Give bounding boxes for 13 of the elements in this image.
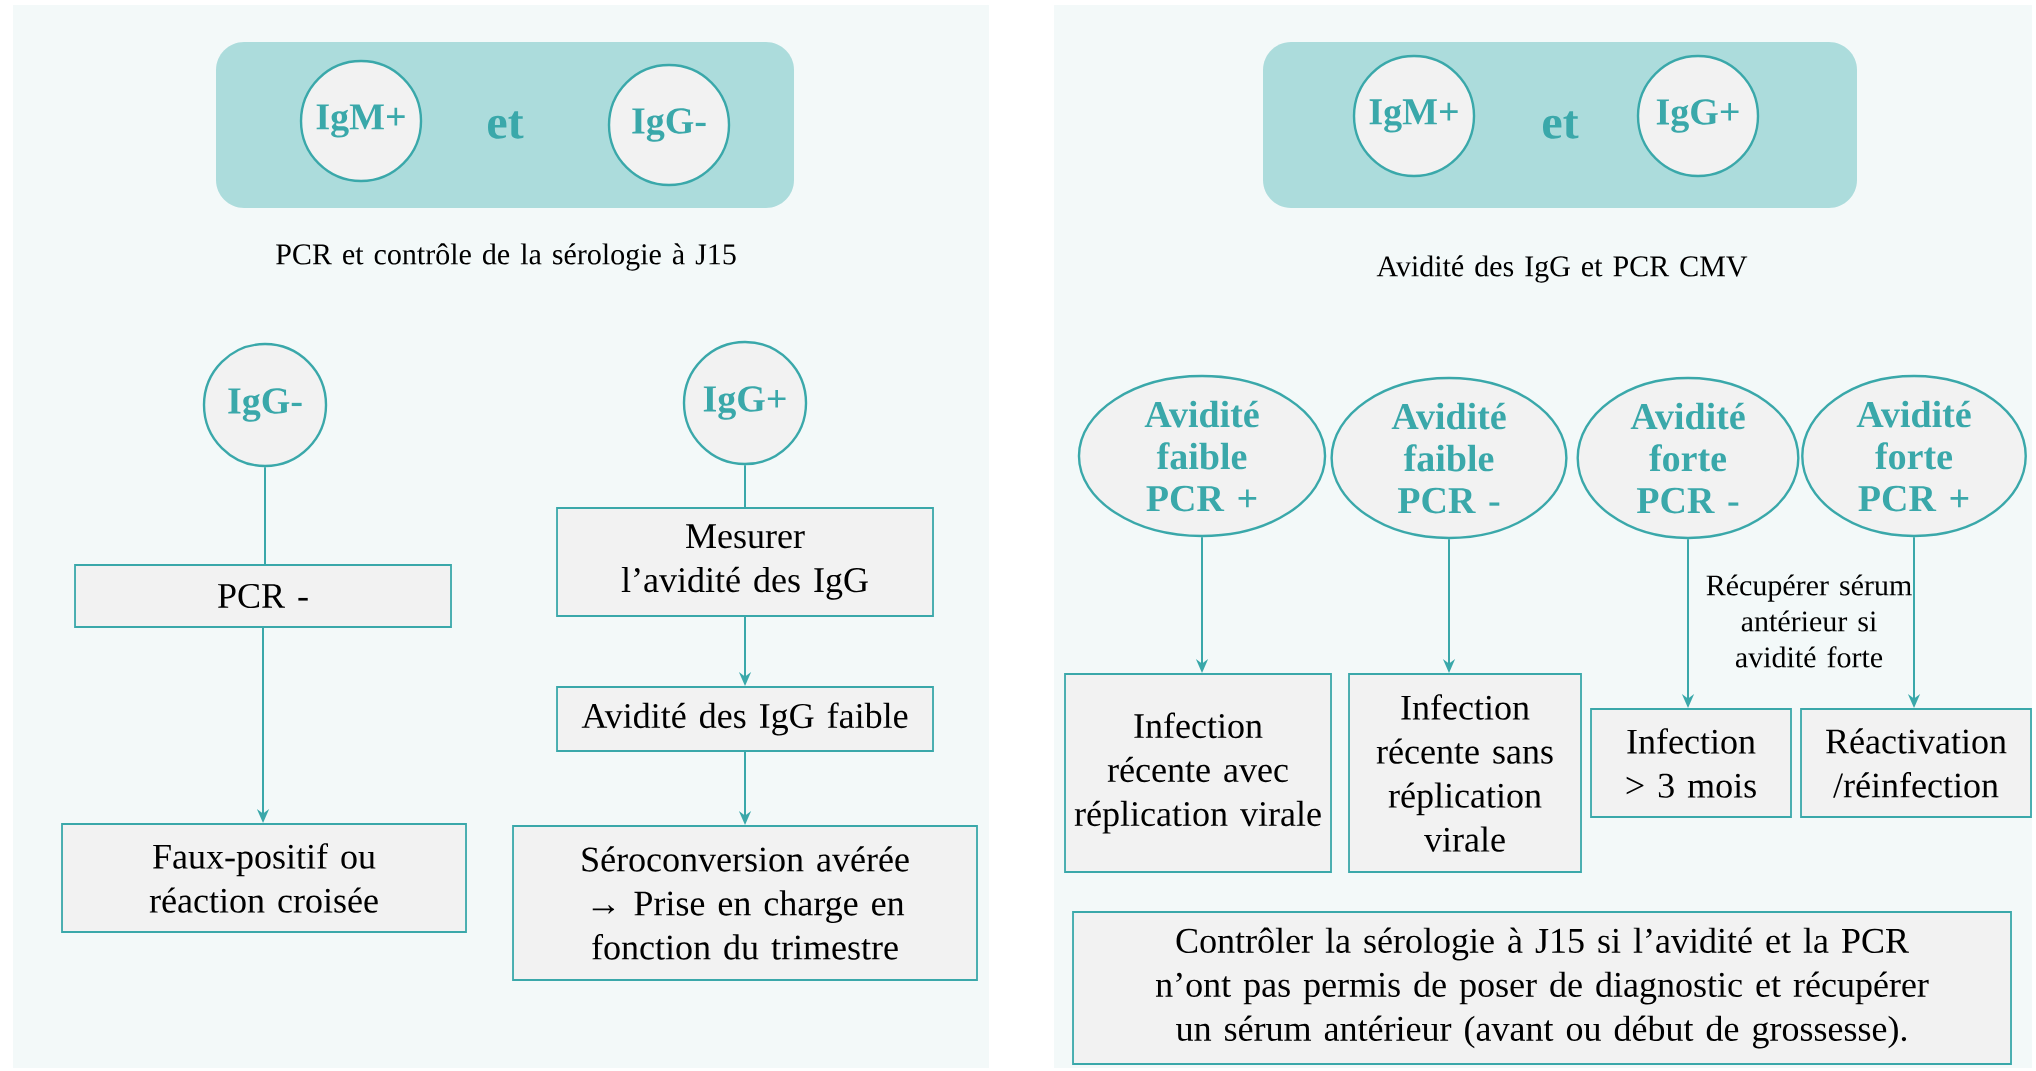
note-text: Avidité des IgG et PCR CMV [1376, 255, 1748, 283]
process-box: Infection > 3 mois [1590, 708, 1792, 818]
note-text: Récupérer sérum antérieur si avidité forte [1706, 574, 1912, 668]
process-box: Contrôler la sérologie à J15 si l’avidité et la PCR n’ont pas permis de poser de diagnostic et récupérer un sérum antérieur (avant ou début de grossesse). [1072, 911, 2012, 1065]
process-box: Mesurer l’avidité des IgG [556, 507, 934, 617]
process-box: Réactivation /réinfection [1800, 708, 2032, 818]
process-box: Avidité des IgG faible [556, 686, 934, 752]
note-text: PCR et contrôle de la sérologie à J15 [276, 243, 736, 271]
process-box: Faux-positif ou réaction croisée [61, 823, 467, 933]
process-box: PCR - [74, 564, 452, 628]
process-box: Infection récente sans réplication virale [1348, 673, 1582, 873]
process-box: Séroconversion avérée → Prise en charge en fonction du trimestre [512, 825, 978, 981]
process-box: Infection récente avec réplication virale [1064, 673, 1332, 873]
